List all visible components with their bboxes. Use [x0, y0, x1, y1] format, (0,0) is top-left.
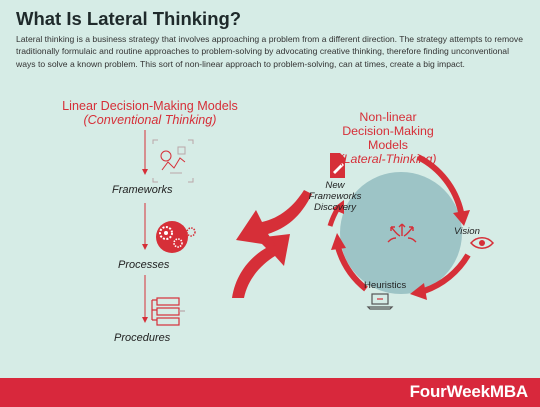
framework-icon	[152, 139, 194, 183]
big-arrow-up	[232, 234, 290, 298]
nonlinear-heading: Non-linear Decision-Making Models (Later…	[318, 110, 458, 166]
cycle-arrow-right	[422, 253, 471, 294]
linear-heading-subtitle: (Conventional Thinking)	[83, 113, 217, 127]
cycle-arrow-top	[416, 154, 464, 213]
step-frameworks: Frameworks	[112, 184, 173, 196]
page-title: What Is Lateral Thinking?	[16, 8, 242, 29]
linear-heading: Linear Decision-Making Models (Conventio…	[40, 99, 260, 127]
nonlinear-heading-subtitle: (Lateral-Thinking)	[339, 152, 437, 166]
nonlinear-heading-line1: Non-linear	[359, 110, 417, 124]
intro-paragraph: Lateral thinking is a business strategy …	[16, 34, 523, 69]
cycle-arrow-bottom	[335, 246, 368, 292]
nonlinear-heading-line2: Decision-Making	[342, 124, 434, 138]
eye-icon	[470, 237, 494, 249]
central-circle	[340, 172, 462, 294]
diverging-arrows-icon	[387, 223, 417, 243]
step-processes: Processes	[118, 259, 170, 271]
footer-bar: FourWeekMBA	[0, 378, 540, 407]
new-frameworks-label: New Frameworks Discovery	[308, 180, 362, 213]
flowchart-icon	[151, 297, 185, 326]
big-arrow-down	[236, 190, 312, 246]
brand-logo: FourWeekMBA	[409, 382, 529, 401]
gears-icon	[156, 221, 196, 253]
heuristics-label: Heuristics	[364, 280, 407, 291]
nonlinear-heading-line3: Models	[368, 138, 408, 152]
linear-heading-title: Linear Decision-Making Models	[62, 99, 238, 113]
document-pen-icon	[330, 153, 345, 178]
vision-label: Vision	[454, 226, 480, 237]
laptop-icon	[366, 293, 394, 310]
step-procedures: Procedures	[114, 332, 171, 344]
